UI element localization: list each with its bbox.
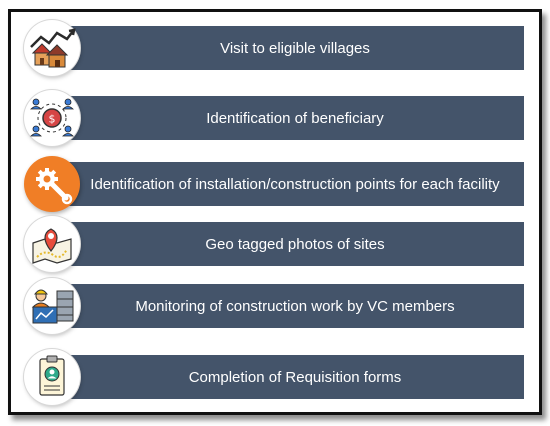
step-label: Identification of beneficiary xyxy=(66,96,524,140)
step-geo-photos: Geo tagged photos of sites xyxy=(24,216,534,272)
step-visit-villages: Visit to eligible villages xyxy=(24,20,534,76)
step-identify-points: Identification of installation/construct… xyxy=(24,156,534,212)
step-identify-beneficiary: $ Identification of beneficiary xyxy=(24,90,534,146)
step-label: Completion of Requisition forms xyxy=(66,355,524,399)
requisition-form-icon xyxy=(24,349,80,405)
step-requisition: Completion of Requisition forms xyxy=(24,349,534,405)
step-label: Identification of installation/construct… xyxy=(66,162,524,206)
beneficiary-network-icon: $ xyxy=(24,90,80,146)
village-houses-icon xyxy=(24,20,80,76)
step-label: Geo tagged photos of sites xyxy=(66,222,524,266)
step-monitoring: Monitoring of construction work by VC me… xyxy=(24,278,534,334)
process-frame xyxy=(8,9,542,415)
step-label: Visit to eligible villages xyxy=(66,26,524,70)
svg-text:$: $ xyxy=(49,113,56,126)
map-pin-icon xyxy=(24,216,80,272)
step-label: Monitoring of construction work by VC me… xyxy=(66,284,524,328)
monitoring-worker-icon xyxy=(24,278,80,334)
gear-wrench-icon xyxy=(24,156,80,212)
